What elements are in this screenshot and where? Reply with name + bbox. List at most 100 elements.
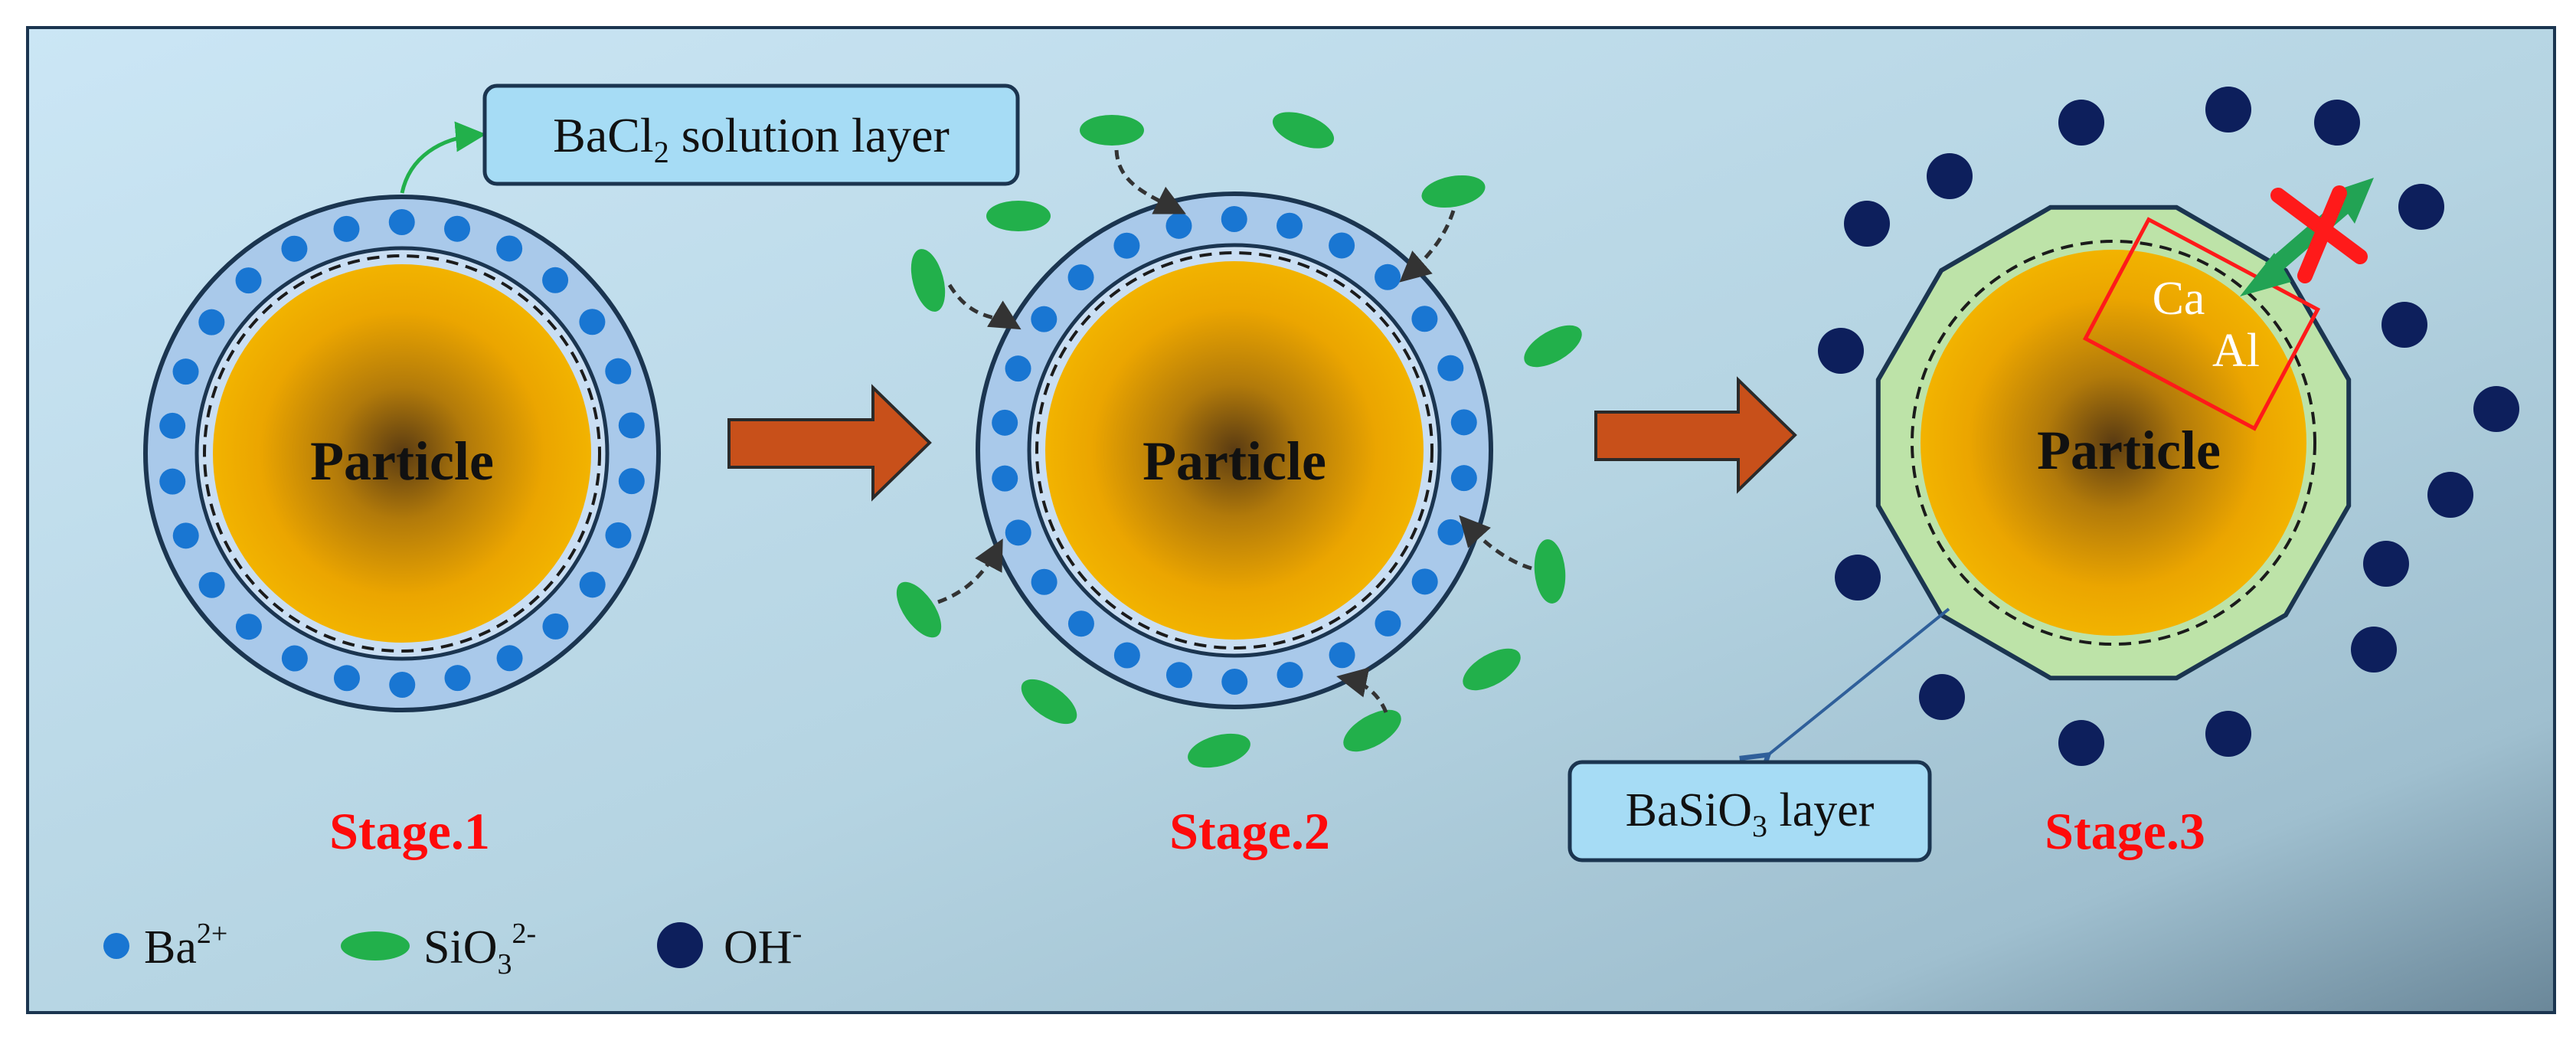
legend-silicate-ion-symbol: [341, 931, 410, 961]
blocked-cross-icon: [2270, 185, 2368, 283]
ba-ion: [1221, 206, 1247, 233]
hydroxide-ion: [2363, 541, 2409, 587]
ba-ion: [172, 522, 199, 549]
stage-3-dashed-boundary: [1911, 240, 2316, 646]
stage-3-label: Stage.3: [2045, 802, 2205, 860]
ba-ion: [388, 209, 415, 236]
hydroxide-ion: [2381, 302, 2427, 348]
legend-hydroxide-ion-symbol: [657, 922, 703, 968]
legend-hydroxide-ion-label: OH-: [724, 918, 802, 974]
silicate-ion: [1534, 539, 1566, 604]
ba-ion: [281, 235, 308, 262]
solution-layer-callout-arrow: [400, 121, 486, 194]
legend-ba-ion-symbol: [103, 933, 129, 959]
ba-ion: [198, 309, 225, 335]
process-arrow-2: [1594, 376, 1797, 494]
silicate-ion: [910, 249, 946, 312]
ba-ion: [618, 412, 645, 439]
hydroxide-ion: [2427, 472, 2473, 518]
solution-layer-callout-box: [482, 83, 1020, 186]
silicate-ion: [1272, 112, 1335, 149]
silicate-ion: [1080, 115, 1144, 146]
ba-ion: [281, 645, 308, 672]
ba-ion: [1277, 662, 1303, 689]
legend-ba-ion-label: Ba2+: [144, 918, 227, 974]
ba-ion: [1005, 355, 1031, 382]
stage-1-ba-ions: [159, 209, 645, 698]
hydroxide-ion: [2314, 100, 2360, 146]
stage-1-dashed-boundary: [203, 254, 601, 653]
basio3-callout-text: BaSiO3 layer: [1626, 784, 1875, 843]
stage-2-particle-label: Particle: [1143, 430, 1326, 492]
ca-al-box: [2082, 217, 2321, 431]
hydroxide-ion: [2351, 627, 2397, 673]
ba-ion: [1165, 212, 1192, 239]
stage-1-particle-core: [213, 264, 591, 643]
ba-ion: [1067, 610, 1094, 637]
stage-1-particle-label: Particle: [310, 430, 494, 492]
silicate-ion: [1343, 709, 1401, 752]
stage-2-diffusion-arrows: [937, 149, 1532, 713]
ba-ion: [605, 358, 632, 385]
hydroxide-ion: [2205, 711, 2251, 757]
ba-ion: [159, 468, 186, 495]
ba-ion: [444, 665, 471, 692]
hydroxide-ion: [2058, 100, 2104, 146]
ba-ion: [198, 571, 225, 598]
ba-ion: [1113, 232, 1140, 259]
solution-layer-callout-text: BaCl2 solution layer: [553, 108, 950, 169]
stage-1-group: Particle BaCl2 solution layer Stage.1: [143, 83, 1020, 860]
ca-label: Ca: [2153, 273, 2205, 325]
ba-ion: [172, 358, 199, 385]
ba-ion: [333, 665, 360, 692]
ba-ion: [1411, 306, 1438, 332]
ba-ion: [1005, 519, 1031, 546]
ba-ion: [1375, 610, 1401, 637]
legend: Ba2+ SiO32- OH-: [103, 918, 802, 980]
hydroxide-ion: [2205, 87, 2251, 133]
ba-ion: [389, 671, 416, 698]
hydroxide-ion: [1844, 201, 1890, 247]
diffusion-arrow: [1114, 149, 1186, 214]
silicate-ion: [1463, 648, 1521, 691]
ba-ion: [1450, 465, 1477, 492]
ba-ion: [1113, 642, 1140, 669]
stage-2-silicate-ions: [896, 112, 1582, 768]
al-label: Al: [2212, 325, 2260, 377]
silicate-ion: [1021, 679, 1077, 725]
ba-ion: [235, 614, 262, 640]
stage-3-hydroxide-ions: [1818, 87, 2519, 766]
stage-3-particle-label: Particle: [2037, 420, 2221, 481]
ba-ion: [992, 409, 1018, 436]
basio3-callout-arrow: [1766, 607, 1950, 757]
ba-ion: [1329, 232, 1355, 259]
ba-ion: [444, 215, 471, 242]
legend-silicate-ion-label: SiO32-: [423, 918, 536, 980]
stage-2-particle-core: [1045, 261, 1424, 640]
diffusion-arrow: [947, 283, 1022, 330]
hydroxide-ion: [1835, 555, 1881, 601]
hydroxide-ion: [1919, 674, 1965, 720]
silicate-ion: [896, 581, 942, 638]
basio3-callout-box: [1568, 760, 1932, 862]
ba-ion: [496, 645, 523, 672]
ba-ion: [1437, 519, 1464, 545]
ba-ion: [1031, 568, 1058, 595]
hydroxide-ion: [2398, 184, 2444, 230]
ba-ion: [1437, 355, 1464, 381]
ba-ion: [1221, 668, 1248, 695]
ba-ion: [542, 267, 569, 293]
stage-2-label: Stage.2: [1169, 802, 1330, 860]
ba-ion: [333, 215, 360, 242]
silicate-ion: [1188, 733, 1250, 768]
stage-2-dashed-boundary: [1035, 251, 1433, 650]
process-arrow-1: [727, 384, 932, 502]
ba-ion: [542, 613, 569, 640]
ba-ion: [235, 267, 262, 294]
ba-ion: [1031, 306, 1058, 332]
ba-ion: [1450, 409, 1477, 436]
ba-ion: [1277, 212, 1303, 239]
ba-ion: [159, 412, 186, 439]
ba-ion: [992, 465, 1018, 492]
